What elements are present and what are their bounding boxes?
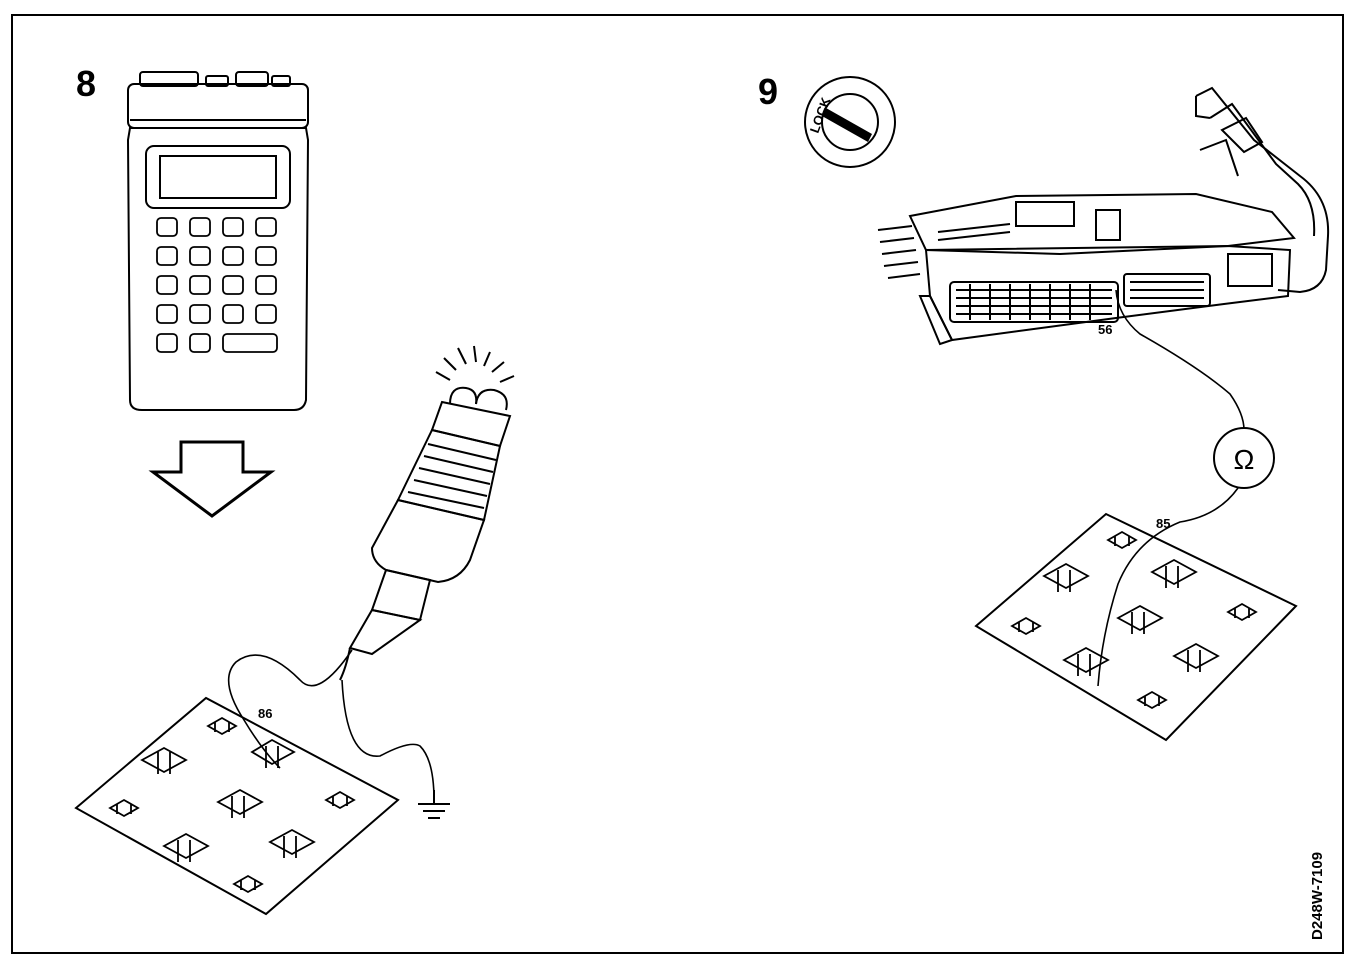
probe-wire-to-connector [1115, 289, 1245, 431]
relay-box-8 [74, 696, 400, 916]
connector-pin-label: 56 [1098, 322, 1112, 337]
step-8-relay-pin-label: 86 [258, 706, 272, 721]
lamp-wire-to-relay [227, 649, 353, 769]
ohmmeter-icon [1213, 427, 1275, 489]
probe-wire-to-relay [1097, 487, 1239, 687]
step-9-number: 9 [758, 71, 778, 112]
step-8-number: 8 [76, 63, 96, 104]
lamp-wire-to-ground [341, 679, 435, 801]
ecu-connector-icon [877, 86, 1330, 346]
scan-tool-icon [126, 71, 310, 411]
figure-border [11, 14, 1344, 954]
step-9-relay-pin-label: 85 [1156, 516, 1170, 531]
figure-reference-code: D248W-7109 [1309, 852, 1326, 940]
ignition-lock-icon [804, 76, 896, 168]
test-lamp-icon [339, 345, 515, 681]
ground-icon [418, 790, 450, 819]
down-arrow-icon [148, 440, 276, 518]
relay-box-9 [974, 512, 1298, 742]
ohmmeter-symbol: Ω [1234, 444, 1255, 475]
